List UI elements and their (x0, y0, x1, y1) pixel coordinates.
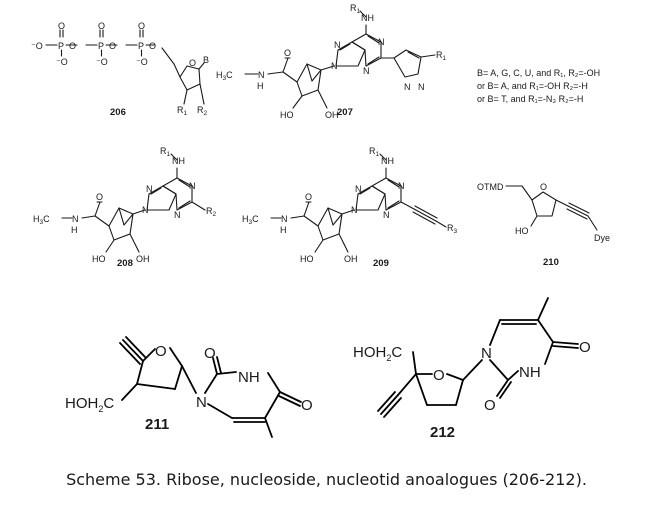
h3c-label: H3C (216, 70, 233, 82)
oh-label: OH (136, 254, 150, 264)
r1-label: R1 (350, 3, 361, 15)
compound-211: O HOH2C N O NH O 211 (65, 336, 313, 438)
compound-209: H3C N H O HO OH R1 NH N N N N R3 209 (242, 146, 458, 269)
carbonyl-o-label: O (204, 345, 216, 362)
note-line-1: B= A, G, C, U, and R₁, R₂=-OH (477, 68, 600, 78)
ring-oxygen-label: O (189, 58, 196, 68)
n-label: N (351, 205, 358, 215)
carbonyl-o-label: O (579, 339, 591, 356)
nh-label: NH (172, 156, 185, 166)
r1-label: R1 (177, 105, 188, 117)
compound-number-212: 212 (430, 424, 455, 441)
compound-number-207: 207 (337, 107, 353, 118)
compound-number-211: 211 (145, 416, 169, 433)
n-label: N (334, 40, 341, 50)
base-b-label: B (203, 55, 209, 65)
n-label: N (378, 37, 385, 47)
n-label: N (331, 61, 338, 71)
oh-label: OH (325, 110, 339, 120)
compound-207: H3C N H O HO OH R1 NH N N N N N N R1 207 (216, 3, 447, 120)
amide-n-label: N (258, 70, 265, 80)
substituent-notes: B= A, G, C, U, and R₁, R₂=-OH or B= A, a… (477, 68, 600, 104)
note-line-2: or B= A, and R₁=-OH R₂=-H (477, 81, 588, 91)
hoh2c-label: HOH2C (65, 395, 114, 414)
hoh2c-label: HOH2C (353, 344, 402, 363)
o-label: O (98, 21, 105, 31)
ho-label: HO (300, 254, 314, 264)
nh-label: NH (361, 13, 374, 23)
o-label: O (149, 41, 156, 51)
p-label: P (58, 41, 64, 51)
r2-label: R2 (197, 105, 208, 117)
r1-label: R1 (436, 50, 447, 62)
compound-number-206: 206 (110, 107, 126, 118)
o-label: O (58, 21, 65, 31)
r2-label: R2 (206, 206, 217, 218)
nh-label: NH (519, 364, 541, 381)
compound-number-210: 210 (543, 257, 559, 268)
nh-label: NH (238, 369, 260, 386)
r3-label: R3 (447, 223, 458, 235)
compound-206: ⁻O P O P O P O O O O ⁻O ⁻O ⁻O O B R1 R2 … (31, 21, 209, 118)
h3c-label: H3C (33, 214, 50, 226)
h3c-label: H3C (242, 214, 259, 226)
carbonyl-o-label: O (96, 192, 103, 202)
carbonyl-o-label: O (301, 397, 313, 414)
o-label: O (69, 41, 76, 51)
n-label: N (146, 184, 153, 194)
ho-label: HO (280, 110, 294, 120)
amide-n-label: N (281, 214, 288, 224)
n-label: N (404, 82, 411, 92)
n-label: N (189, 181, 196, 191)
o-minus-label: ⁻O (56, 57, 68, 67)
p-label: P (138, 41, 144, 51)
ho-label: HO (515, 226, 529, 236)
o-minus-label: ⁻O (96, 57, 108, 67)
ring-oxygen-label: O (540, 182, 547, 192)
carbonyl-o-label: O (484, 397, 496, 414)
ho-label: HO (92, 254, 106, 264)
n-label: N (398, 181, 405, 191)
note-line-3: or B= T, and R₁=-N₃ R₂=-H (477, 94, 583, 104)
carbonyl-o-label: O (305, 192, 312, 202)
figure-caption: Scheme 53. Ribose, nucleoside, nucleotid… (66, 470, 587, 489)
nh-label: NH (381, 156, 394, 166)
o-minus-label: ⁻O (136, 57, 148, 67)
amide-h-label: H (280, 225, 287, 235)
compound-number-209: 209 (373, 258, 389, 269)
n-label: N (355, 184, 362, 194)
n-label: N (196, 394, 207, 411)
amide-n-label: N (72, 214, 79, 224)
r1-label: R1 (160, 146, 171, 158)
ring-oxygen-label: O (433, 367, 445, 384)
oh-label: OH (344, 254, 358, 264)
o-label: O (109, 41, 116, 51)
p-label: P (98, 41, 104, 51)
otmd-label: OTMD (477, 182, 504, 192)
compound-number-208: 208 (117, 258, 133, 269)
n-label: N (481, 345, 492, 362)
compound-212: HOH2C O N O NH O 212 (353, 297, 591, 441)
r1-label: R1 (369, 146, 380, 158)
n-label: N (383, 210, 390, 220)
n-label: N (418, 82, 425, 92)
o-label: O (138, 21, 145, 31)
dye-label: Dye (594, 233, 610, 243)
amide-h-label: H (71, 225, 78, 235)
n-label: N (174, 210, 181, 220)
amide-h-label: H (257, 81, 264, 91)
compound-208: H3C N H O HO OH R1 NH N N N N R2 208 (33, 146, 217, 269)
n-label: N (142, 205, 149, 215)
carbonyl-o-label: O (284, 48, 291, 58)
n-label: N (363, 66, 370, 76)
compound-210: OTMD O HO Dye 210 (477, 182, 610, 268)
o-minus-label: ⁻O (31, 41, 43, 51)
ring-oxygen-label: O (155, 343, 167, 360)
